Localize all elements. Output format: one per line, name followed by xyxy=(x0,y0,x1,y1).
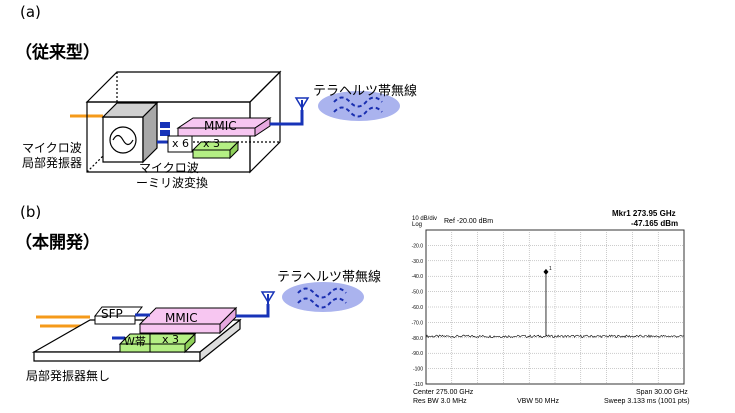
sfp-module xyxy=(93,306,144,325)
panel-b-x3-label: x 3 xyxy=(162,333,180,346)
panel-a-x3-label: x 3 xyxy=(203,137,221,150)
wband-x3-chip xyxy=(118,332,197,354)
y-tick-label: -40.0 xyxy=(412,274,424,280)
panel-b-thz-label: テラヘルツ帯無線 xyxy=(277,270,382,285)
osc-label-line2: 局部発振器 xyxy=(22,156,83,170)
y-tick-label: -50.0 xyxy=(412,290,424,296)
y-tick-label: -80.0 xyxy=(412,336,424,342)
conv-label-line2: ーミリ波変換 xyxy=(136,176,209,190)
wave-icon xyxy=(333,96,383,118)
spectrum-trace xyxy=(425,334,685,338)
antenna-icon xyxy=(294,97,310,110)
panel-b-title: （本開発） xyxy=(15,233,100,253)
output-line-blue xyxy=(270,110,304,126)
oscillator-cube xyxy=(101,101,159,164)
sa-marker-freq: Mkr1 273.95 GHz xyxy=(612,209,676,218)
panel-a-label: (a) xyxy=(20,3,41,21)
peak-marker-number: 1 xyxy=(549,266,552,272)
panel-a-mmic-label: MMIC xyxy=(204,119,237,133)
sa-center: Center 275.00 GHz xyxy=(413,389,474,396)
new-diagram xyxy=(31,282,364,363)
y-tick-label: -30.0 xyxy=(412,259,424,265)
no-osc-label: 局部発振器無し xyxy=(26,369,111,383)
osc-label-line1: マイクロ波 xyxy=(22,141,82,155)
peak-marker xyxy=(543,268,549,275)
sa-rbw: Res BW 3.0 MHz xyxy=(413,398,467,405)
sa-sweep: Sweep 3.133 ms (1001 pts) xyxy=(604,398,690,405)
wband-label: W帯 xyxy=(124,335,146,348)
spectrum-plot: -20.0 -30.0 -40.0 -50.0 -60.0 -70.0 -80.0 -90.0… xyxy=(412,229,685,388)
sa-log: Log xyxy=(412,222,423,228)
sine-wave-icon xyxy=(109,126,137,154)
panel-a-title: （従来型） xyxy=(15,43,100,63)
mmic-chip-b xyxy=(138,306,238,335)
y-tick-label: -90.0 xyxy=(412,351,424,357)
sa-marker-power: -47.165 dBm xyxy=(631,219,679,228)
y-tick-label: -20.0 xyxy=(412,243,424,249)
y-tick-label: -70.0 xyxy=(412,320,424,326)
panel-b-label: (b) xyxy=(20,203,42,221)
sa-span: Span 30.00 GHz xyxy=(636,389,688,396)
panel-a-thz-label: テラヘルツ帯無線 xyxy=(313,84,418,99)
y-tick-label: -60.0 xyxy=(412,305,424,311)
multiplier-x3-chip xyxy=(191,140,240,160)
panel-a-x6-label: x 6 xyxy=(172,137,190,150)
conv-label-line1: マイクロ波 xyxy=(139,161,199,175)
sa-ref: Ref -20.00 dBm xyxy=(444,218,494,225)
antenna-icon-b xyxy=(260,291,276,304)
conventional-diagram xyxy=(70,70,400,174)
sfp-label: SFP xyxy=(101,307,123,321)
mmic-chip xyxy=(176,117,272,137)
wave-icon-b xyxy=(297,287,347,309)
sa-vbw: VBW 50 MHz xyxy=(517,398,560,405)
panel-b-mmic-label: MMIC xyxy=(165,311,198,325)
y-tick-label: -100 xyxy=(413,367,423,373)
sa-scale: 10 dB/div xyxy=(412,216,438,222)
y-tick-label: -110 xyxy=(413,382,423,388)
